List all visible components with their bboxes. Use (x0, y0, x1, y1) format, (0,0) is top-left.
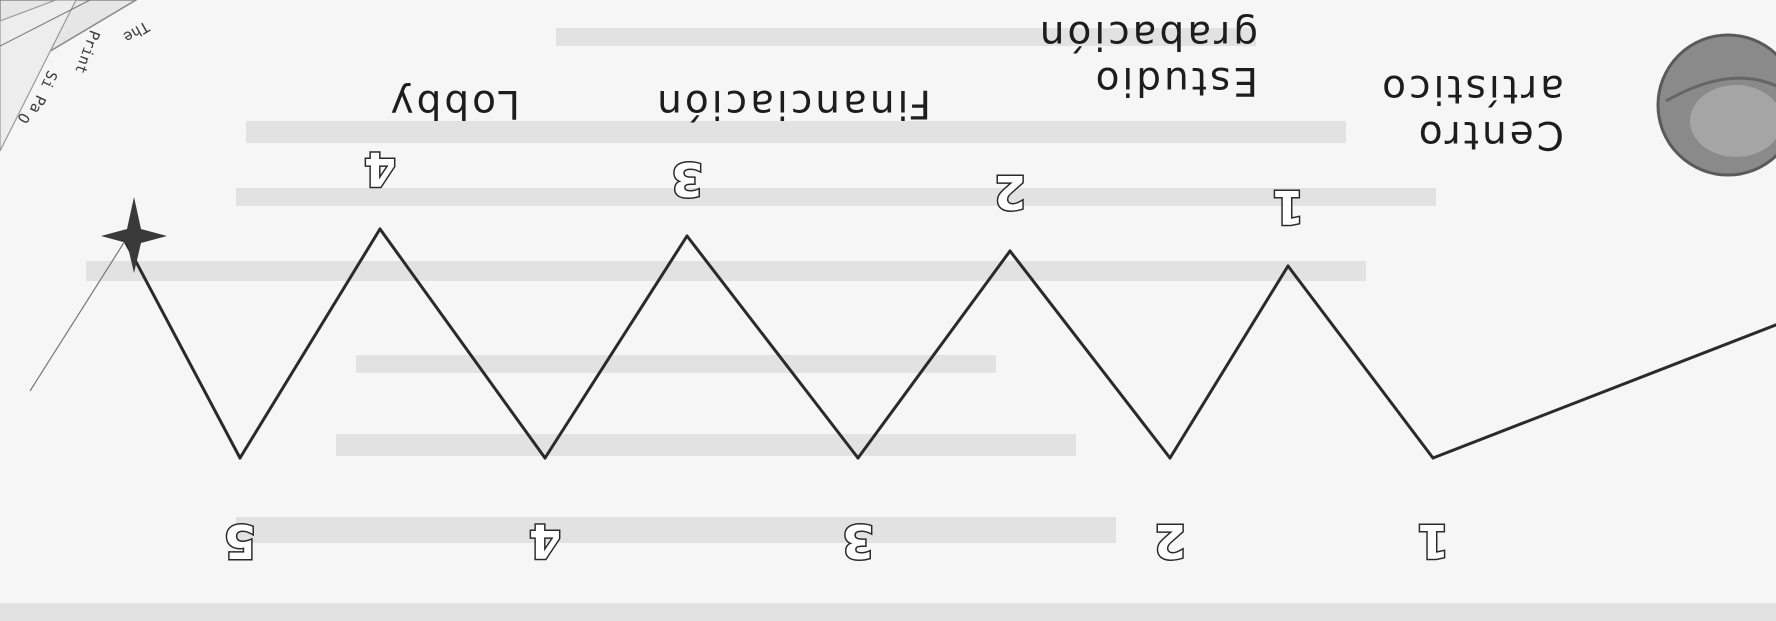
peak-number-3: 3 (671, 152, 703, 206)
zigzag-segment (856, 249, 1012, 460)
bleed-strip (236, 188, 1436, 206)
valley-number-5: 5 (224, 514, 256, 568)
step-label-3: Financiación (654, 81, 931, 126)
bleed-strip (236, 517, 1116, 543)
bleed-strip (246, 121, 1346, 143)
step-label-1: Centro artístico (1379, 66, 1564, 157)
valley-number-2: 2 (1154, 514, 1186, 568)
bleed-strip (336, 434, 1076, 456)
bleed-strip (356, 355, 996, 373)
zigzag-segment (543, 234, 689, 460)
star-marker-icon (101, 197, 167, 273)
valley-number-4: 4 (529, 514, 561, 568)
zigzag-path (29, 227, 1776, 460)
step-label-4: Lobby (387, 81, 521, 126)
paper-scrap-decoration (0, 0, 139, 152)
valley-number-3: 3 (842, 514, 874, 568)
peak-numbers: 1 2 3 4 (362, 141, 1305, 236)
bleed-strip (0, 603, 1776, 621)
zigzag-segment (685, 234, 860, 460)
zigzag-segment (123, 239, 242, 460)
zigzag-segment (1008, 249, 1172, 460)
sphere-decoration (1656, 33, 1776, 177)
peak-number-1: 1 (1272, 180, 1304, 234)
sketch-guide-line (29, 240, 126, 392)
peak-number-4: 4 (364, 142, 396, 196)
zigzag-segment (1431, 319, 1776, 460)
valley-numbers: 1 2 3 4 5 (222, 513, 1450, 570)
zigzag-segment (378, 227, 547, 460)
valley-number-1: 1 (1417, 514, 1449, 568)
bleed-strip (556, 28, 1256, 46)
zigzag-segment (1168, 264, 1290, 460)
zigzag-segment (238, 227, 382, 460)
zigzag-segment (1286, 264, 1435, 460)
peak-number-2: 2 (994, 165, 1026, 219)
step-label-2: Estudio grabación (1036, 12, 1258, 103)
